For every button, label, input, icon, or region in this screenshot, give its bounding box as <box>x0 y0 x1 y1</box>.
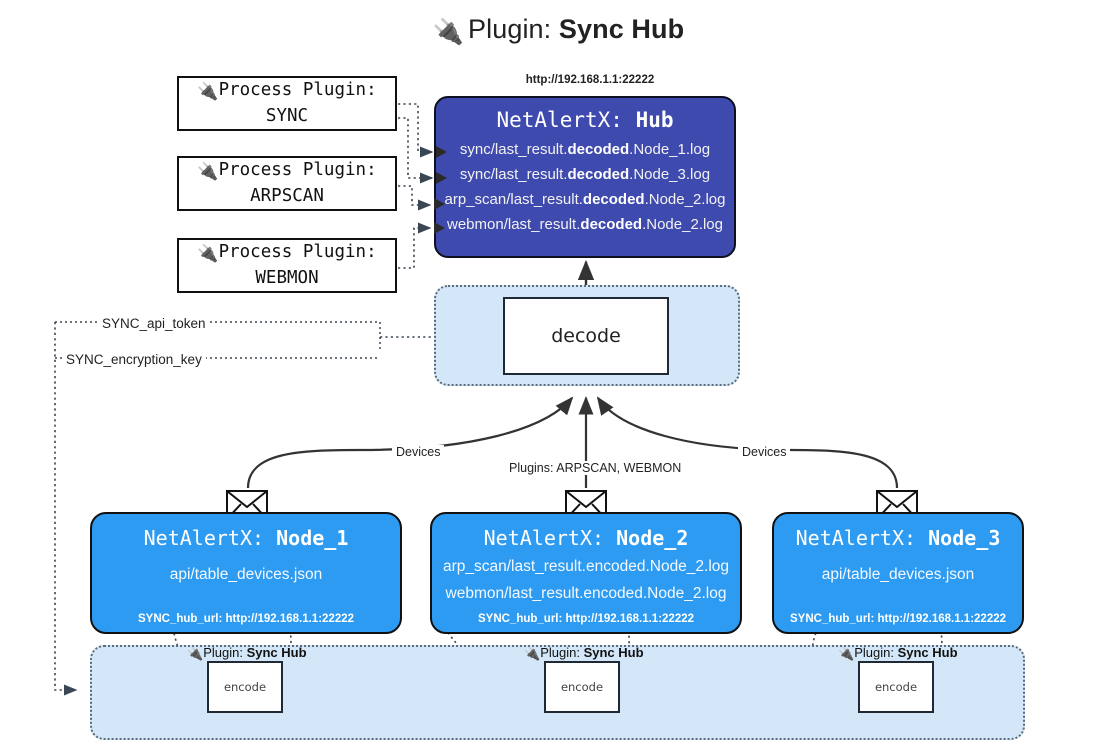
hub-log-1-pre: sync/last_result. <box>459 165 568 183</box>
plug-icon: 🔌 <box>838 646 855 661</box>
encode-box-1[interactable]: encode <box>207 661 283 713</box>
encode-box-3[interactable]: encode <box>858 661 934 713</box>
node-2[interactable]: NetAlertX: Node_2 arp_scan/last_result.e… <box>430 512 742 634</box>
node-3-footer: SYNC_hub_url: http://192.168.1.1:22222 <box>789 613 1007 625</box>
encode-box-2[interactable]: encode <box>544 661 620 713</box>
hub-log-line: webmon/last_result.decoded.Node_2.log <box>436 213 734 238</box>
process-plugin-webmon-label: Process Plugin: <box>218 241 377 262</box>
node-1-line: api/table_devices.json <box>169 566 323 583</box>
decode-box[interactable]: decode <box>503 297 669 375</box>
edge-label-devices-right: Devices <box>738 445 791 459</box>
plug-icon: 🔌 <box>197 81 219 102</box>
hub-log-0-em: decoded <box>567 141 630 158</box>
hub-log-2-pre: arp_scan/last_result. <box>444 190 583 208</box>
hub-title-prefix: NetAlertX: <box>496 108 623 132</box>
hub-log-line: arp_scan/last_result.decoded.Node_2.log <box>436 188 734 213</box>
node-3-title-name: Node_3 <box>928 526 1001 550</box>
edge-sync-to-hub-log1 <box>398 103 434 158</box>
hub-log-line: sync/last_result.decoded.Node_1.log <box>436 138 734 163</box>
process-plugin-webmon-line1: 🔌Process Plugin: <box>197 240 376 267</box>
hub-node[interactable]: NetAlertX: Hub sync/last_result.decoded.… <box>434 96 736 258</box>
process-plugin-webmon[interactable]: 🔌Process Plugin: WEBMON <box>177 238 397 293</box>
edge-tokens-to-encode-strip <box>54 322 78 696</box>
edge-sync-to-hub-log2 <box>398 117 434 184</box>
process-plugin-arpscan-label: Process Plugin: <box>218 159 377 180</box>
hub-url: http://192.168.1.1:22222 <box>525 74 655 86</box>
process-plugin-sync[interactable]: 🔌Process Plugin: SYNC <box>177 76 397 131</box>
plug-icon: 🔌 <box>187 646 204 661</box>
node-1[interactable]: NetAlertX: Node_1 api/table_devices.json… <box>90 512 402 634</box>
edge-label-plugins-center: Plugins: ARPSCAN, WEBMON <box>505 461 686 475</box>
node-2-title-name: Node_2 <box>616 526 689 550</box>
sync-api-token-label: SYNC_api_token <box>98 316 210 331</box>
sync-encryption-key-label: SYNC_encryption_key <box>62 352 206 367</box>
process-plugin-webmon-name: WEBMON <box>255 268 319 289</box>
node-3[interactable]: NetAlertX: Node_3 api/table_devices.json… <box>772 512 1024 634</box>
hub-log-2-em: decoded <box>582 190 645 208</box>
process-plugin-arpscan-name: ARPSCAN <box>250 186 324 207</box>
node-1-title-name: Node_1 <box>276 526 349 550</box>
process-plugin-sync-line1: 🔌Process Plugin: <box>197 78 376 105</box>
edge-arpscan-to-hub-log3 <box>398 185 432 211</box>
edge-webmon-to-hub-log4 <box>398 222 432 269</box>
plug-icon: 🔌 <box>524 646 541 661</box>
hub-title-name: Hub <box>635 108 674 132</box>
process-plugin-sync-name: SYNC <box>265 106 309 127</box>
encoder-1-prefix: Plugin: <box>203 645 243 660</box>
node-2-line: webmon/last_result.encoded.Node_2.log <box>445 584 727 602</box>
encoder-2-name: Sync Hub <box>583 645 644 660</box>
process-plugin-sync-label: Process Plugin: <box>218 79 377 100</box>
plug-icon: 🔌 <box>432 18 465 46</box>
encoder-1-name: Sync Hub <box>246 645 307 660</box>
title-prefix: Plugin: <box>468 14 552 44</box>
node-1-title: NetAlertX: Node_1 <box>92 526 400 550</box>
edge-label-devices-left: Devices <box>392 445 445 459</box>
encoder-2-label: 🔌Plugin: Sync Hub <box>524 645 644 662</box>
hub-log-0-pre: sync/last_result. <box>459 141 568 158</box>
hub-log-1-post: .Node_3.log <box>629 165 711 183</box>
process-plugin-arpscan-line1: 🔌Process Plugin: <box>197 158 376 185</box>
node-1-title-prefix: NetAlertX: <box>143 526 265 550</box>
encoder-2-prefix: Plugin: <box>540 645 580 660</box>
node-2-title: NetAlertX: Node_2 <box>432 526 740 550</box>
title-name: Sync Hub <box>558 14 685 44</box>
hub-log-0-post: .Node_1.log <box>629 141 711 158</box>
hub-log-3-em: decoded <box>580 215 643 233</box>
hub-log-line: sync/last_result.decoded.Node_3.log <box>436 163 734 188</box>
node-1-footer: SYNC_hub_url: http://192.168.1.1:22222 <box>137 613 355 625</box>
page-title: 🔌Plugin: Sync Hub <box>0 14 1117 47</box>
hub-log-3-pre: webmon/last_result. <box>447 215 581 233</box>
hub-log-3-post: .Node_2.log <box>642 215 723 233</box>
encoder-3-prefix: Plugin: <box>854 645 894 660</box>
encoder-1-label: 🔌Plugin: Sync Hub <box>187 645 307 662</box>
plug-icon: 🔌 <box>197 243 219 264</box>
node-2-line: arp_scan/last_result.encoded.Node_2.log <box>442 558 730 575</box>
node-3-line: api/table_devices.json <box>821 566 975 583</box>
hub-log-1-em: decoded <box>567 165 630 183</box>
node-2-title-prefix: NetAlertX: <box>483 526 605 550</box>
node-2-footer: SYNC_hub_url: http://192.168.1.1:22222 <box>477 613 695 625</box>
hub-log-2-post: .Node_2.log <box>644 190 726 208</box>
node-3-title: NetAlertX: Node_3 <box>774 526 1022 550</box>
process-plugin-arpscan[interactable]: 🔌Process Plugin: ARPSCAN <box>177 156 397 211</box>
node-3-title-prefix: NetAlertX: <box>795 526 917 550</box>
plug-icon: 🔌 <box>197 161 219 182</box>
encoder-3-label: 🔌Plugin: Sync Hub <box>838 645 958 662</box>
encoder-3-name: Sync Hub <box>897 645 958 660</box>
hub-title: NetAlertX: Hub <box>436 108 734 132</box>
